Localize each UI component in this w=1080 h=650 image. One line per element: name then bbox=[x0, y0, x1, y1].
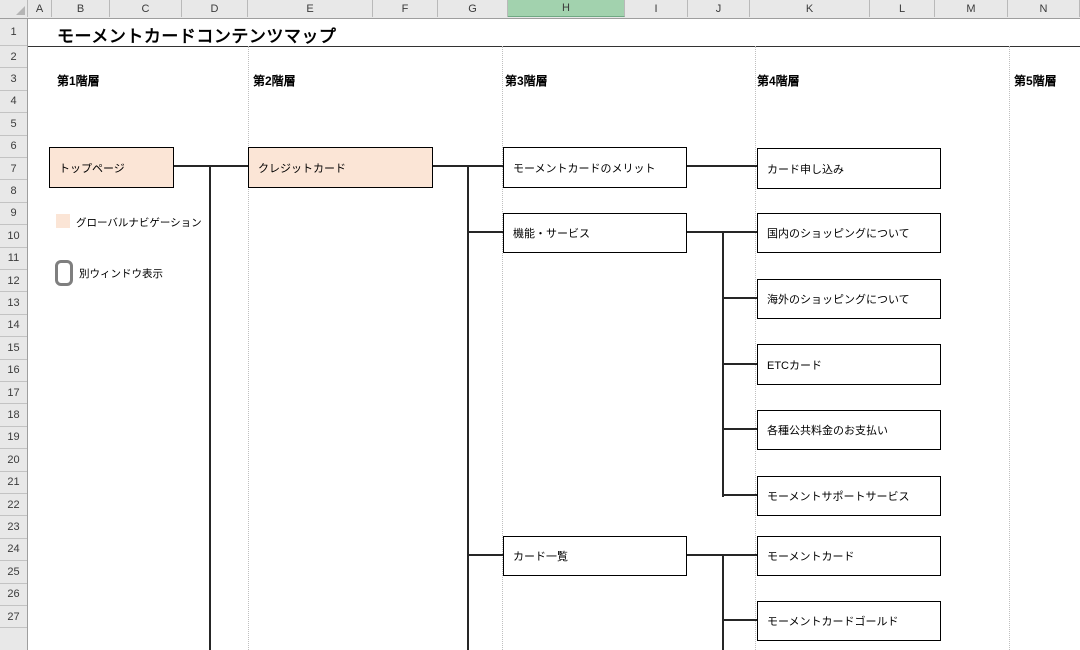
connector-branch bbox=[723, 494, 757, 496]
level-label-5: 第5階層 bbox=[1014, 74, 1057, 88]
connector-branch bbox=[723, 363, 757, 365]
row-header-14[interactable]: 14 bbox=[0, 315, 27, 338]
column-header-E[interactable]: E bbox=[248, 0, 373, 17]
row-header-1[interactable]: 1 bbox=[0, 18, 27, 46]
row-header-6[interactable]: 6 bbox=[0, 136, 27, 158]
connector-branch bbox=[687, 231, 757, 233]
row-header-23[interactable]: 23 bbox=[0, 516, 27, 539]
node-moment-card[interactable]: モーメントカード bbox=[757, 536, 941, 576]
connector-branch bbox=[174, 165, 248, 167]
column-header-I[interactable]: I bbox=[625, 0, 688, 17]
connector-branch bbox=[468, 231, 503, 233]
column-header-A[interactable]: A bbox=[28, 0, 52, 17]
column-header-D[interactable]: D bbox=[182, 0, 248, 17]
node-merit[interactable]: モーメントカードのメリット bbox=[503, 147, 687, 188]
row-header-26[interactable]: 26 bbox=[0, 584, 27, 606]
row-header-20[interactable]: 20 bbox=[0, 449, 27, 472]
connector-trunk bbox=[209, 166, 211, 650]
column-header-H[interactable]: H bbox=[508, 0, 625, 17]
node-domestic-shopping[interactable]: 国内のショッピングについて bbox=[757, 213, 941, 253]
connector-branch bbox=[687, 165, 757, 167]
row-header-17[interactable]: 17 bbox=[0, 382, 27, 405]
page-break-dotted-line bbox=[502, 46, 503, 650]
column-header-C[interactable]: C bbox=[110, 0, 182, 17]
row-header-13[interactable]: 13 bbox=[0, 292, 27, 315]
row-header-3[interactable]: 3 bbox=[0, 68, 27, 91]
node-moment-card-gold[interactable]: モーメントカードゴールド bbox=[757, 601, 941, 641]
sheet-title: モーメントカードコンテンツマップ bbox=[57, 27, 337, 46]
legend-label-global-nav: グローバルナビゲーション bbox=[76, 217, 202, 229]
column-header-F[interactable]: F bbox=[373, 0, 438, 17]
row-header-11[interactable]: 11 bbox=[0, 248, 27, 270]
global-nav-swatch bbox=[56, 214, 70, 228]
connector-trunk bbox=[467, 166, 469, 650]
row-header-8[interactable]: 8 bbox=[0, 180, 27, 203]
column-header-K[interactable]: K bbox=[750, 0, 870, 17]
row-header-5[interactable]: 5 bbox=[0, 113, 27, 136]
column-header-J[interactable]: J bbox=[688, 0, 750, 17]
level-label-2: 第2階層 bbox=[253, 74, 296, 88]
select-all-corner[interactable] bbox=[0, 0, 28, 17]
page-break-dotted-line bbox=[755, 46, 756, 650]
row-header-10[interactable]: 10 bbox=[0, 225, 27, 248]
column-header-G[interactable]: G bbox=[438, 0, 508, 17]
column-header-L[interactable]: L bbox=[870, 0, 935, 17]
connector-branch bbox=[468, 554, 503, 556]
legend-label-new-window: 別ウィンドウ表示 bbox=[79, 268, 163, 280]
connector-branch bbox=[723, 297, 757, 299]
row-header-22[interactable]: 22 bbox=[0, 494, 27, 517]
row-header-12[interactable]: 12 bbox=[0, 270, 27, 293]
connector-branch bbox=[433, 165, 503, 167]
sheet-canvas[interactable]: モーメントカードコンテンツマップ 第1階層 第2階層 第3階層 第4階層 第5階層 グロ… bbox=[28, 18, 1080, 650]
row-header-4[interactable]: 4 bbox=[0, 91, 27, 114]
window-icon bbox=[55, 260, 73, 286]
page-break-dotted-line bbox=[1009, 46, 1010, 650]
connector-branch bbox=[723, 619, 757, 621]
node-card-apply[interactable]: カード申し込み bbox=[757, 148, 941, 189]
select-all-triangle-icon bbox=[16, 6, 25, 15]
page-break-dotted-line bbox=[248, 46, 249, 650]
row-header-25[interactable]: 25 bbox=[0, 561, 27, 584]
node-features-services[interactable]: 機能・サービス bbox=[503, 213, 687, 253]
node-credit-card[interactable]: クレジットカード bbox=[248, 147, 433, 188]
row-header-9[interactable]: 9 bbox=[0, 203, 27, 226]
row-header-7[interactable]: 7 bbox=[0, 158, 27, 181]
row-header-18[interactable]: 18 bbox=[0, 404, 27, 427]
node-overseas-shopping[interactable]: 海外のショッピングについて bbox=[757, 279, 941, 319]
connector-trunk bbox=[722, 555, 724, 650]
row-header-27[interactable]: 27 bbox=[0, 606, 27, 629]
level-label-1: 第1階層 bbox=[57, 74, 100, 88]
node-utility-payment[interactable]: 各種公共料金のお支払い bbox=[757, 410, 941, 450]
connector-branch bbox=[723, 428, 757, 430]
title-underline bbox=[28, 46, 1080, 47]
node-etc-card[interactable]: ETCカード bbox=[757, 344, 941, 385]
column-header-M[interactable]: M bbox=[935, 0, 1008, 17]
row-header-2[interactable]: 2 bbox=[0, 46, 27, 69]
level-label-3: 第3階層 bbox=[505, 74, 548, 88]
level-label-4: 第4階層 bbox=[757, 74, 800, 88]
column-header-B[interactable]: B bbox=[52, 0, 110, 17]
node-support-service[interactable]: モーメントサポートサービス bbox=[757, 476, 941, 516]
row-header-19[interactable]: 19 bbox=[0, 427, 27, 450]
column-header-N[interactable]: N bbox=[1008, 0, 1080, 17]
node-top-page[interactable]: トップページ bbox=[49, 147, 174, 188]
node-card-list[interactable]: カード一覧 bbox=[503, 536, 687, 576]
row-header-21[interactable]: 21 bbox=[0, 472, 27, 494]
row-header-15[interactable]: 15 bbox=[0, 337, 27, 360]
row-header-16[interactable]: 16 bbox=[0, 360, 27, 382]
connector-branch bbox=[687, 554, 757, 556]
row-header-24[interactable]: 24 bbox=[0, 539, 27, 562]
